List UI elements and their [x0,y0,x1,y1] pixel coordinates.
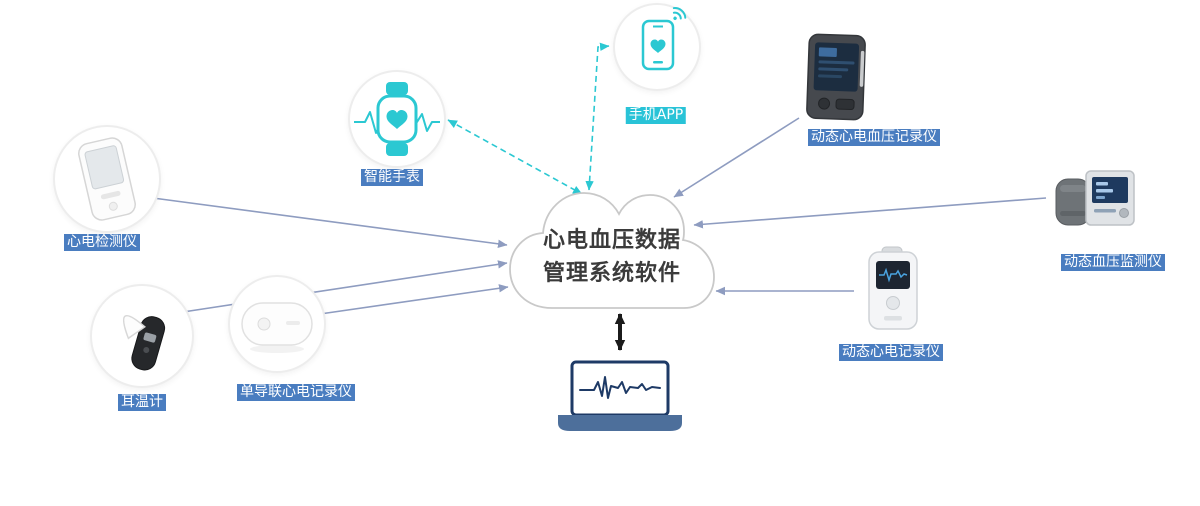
ear-thermometer-image [123,315,166,371]
cloud-title: 心电血压数据 管理系统软件 [498,224,726,290]
smart-watch-circle [348,70,446,168]
phone-circle [613,3,701,91]
smart-watch-label: 智能手表 [361,169,423,186]
handheld-ecg-label: 心电检测仪 [64,234,140,251]
holter-recorder-label: 动态心电记录仪 [839,344,943,361]
cloud-title-line2: 管理系统软件 [542,261,681,286]
handheld-ecg-device-image [78,137,136,221]
sync-phone-cloud-dashed-arrow [585,42,610,191]
bp-monitor-label: 动态血压监测仪 [1061,254,1165,271]
holter-recorder-device [860,246,926,338]
dark-recorder-image [806,33,866,121]
smartphone-heart-wifi-icon [641,7,687,71]
cloud-outline [509,192,715,309]
bp-monitor-device [1050,155,1140,247]
dark-recorder-label: 动态心电血压记录仪 [808,129,940,146]
ecg-patch-image [241,302,313,353]
cloud-shape [498,176,726,328]
sync-watch-cloud-dashed-arrow [447,119,583,195]
smartwatch-heartbeat-icon [354,82,440,156]
connector-dark-recorder-to-cloud [673,117,800,198]
phone-app-label: 手机APP [625,107,687,124]
connector-bp-monitor-to-cloud [693,197,1047,229]
connector-patch-to-cloud [319,284,509,315]
cloud-title-line1: 心电血压数据 [542,228,681,253]
handheld-ecg-circle [53,125,161,233]
laptop-ecg-icon [558,360,682,431]
dark-recorder-device [797,30,877,129]
wifi-signal-icon [672,7,687,20]
ecg-patch-label: 单导联心电记录仪 [237,384,355,401]
holter-recorder-image [868,246,918,330]
ear-thermometer-label: 耳温计 [118,394,166,411]
connector-handheld-to-cloud [152,197,508,248]
ear-thermometer-circle [90,284,194,388]
pc-terminal [552,360,688,440]
ecg-patch-circle [228,275,326,373]
bp-monitor-cuff-image [1055,170,1135,226]
